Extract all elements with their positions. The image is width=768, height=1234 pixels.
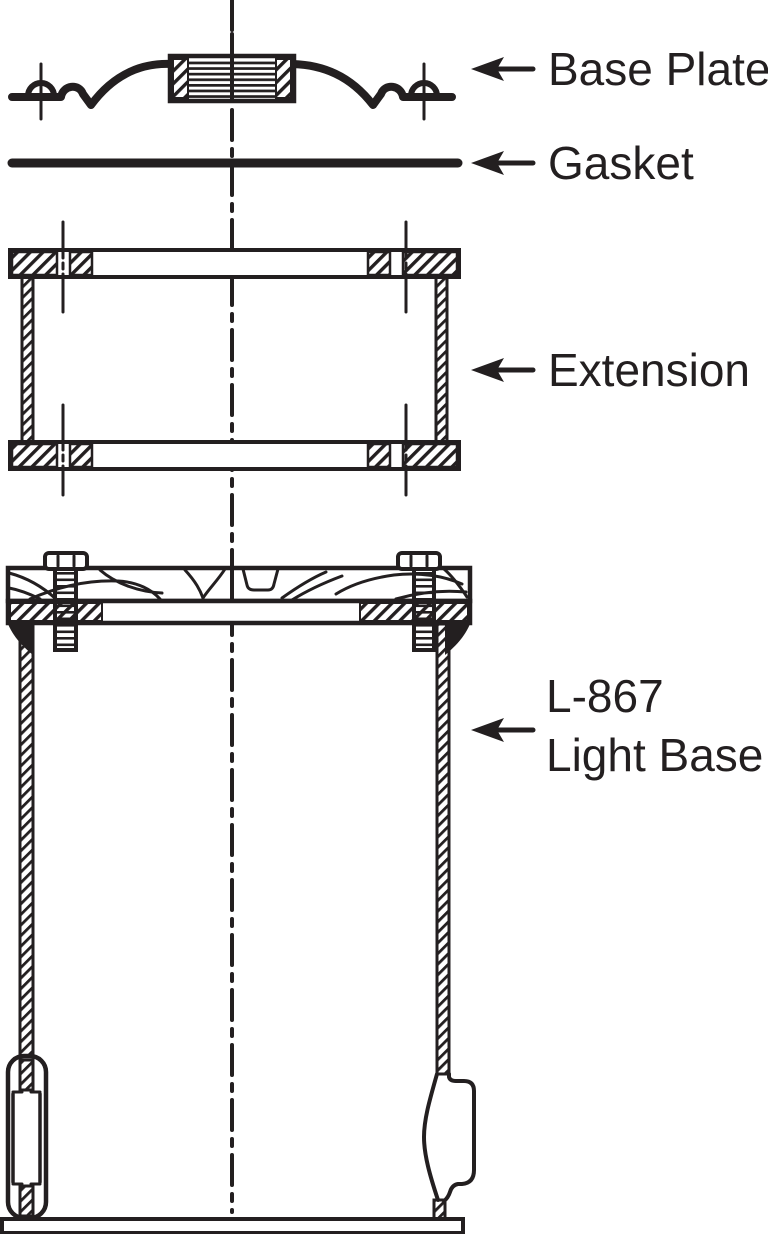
extension-drawing <box>8 220 461 497</box>
arrow-gasket-icon <box>471 151 536 175</box>
base-plate-drawing <box>8 32 456 121</box>
grain-texture <box>7 567 469 602</box>
bolt-head-arc-icon <box>408 80 440 99</box>
arrow-head <box>471 57 504 81</box>
light-base-left-wall <box>18 622 35 1062</box>
light-base-top-band <box>5 565 473 604</box>
wall-stub <box>432 1198 447 1221</box>
arrow-extension-icon <box>471 358 536 382</box>
left-bolt <box>43 551 89 652</box>
flange-hatch <box>366 250 392 277</box>
bolt-shank <box>412 567 436 652</box>
callout-label-light-base: Light Base <box>546 729 763 781</box>
arrow-base-plate-icon <box>471 57 536 81</box>
light-base-flange-band <box>5 598 473 626</box>
arrow-head <box>471 151 504 175</box>
light-base-right-wall <box>435 622 451 1076</box>
flange-hatch <box>366 442 392 469</box>
callout-label-base-plate: Base Plate <box>548 43 768 95</box>
bolt-shank <box>53 567 78 652</box>
callout-arrows <box>471 57 536 742</box>
callout-label-extension: Extension <box>548 344 750 396</box>
boss-outer-profile <box>442 1072 476 1203</box>
light-base-drawing <box>0 551 476 1234</box>
flange-fillet <box>445 624 470 655</box>
extension-right-wall <box>434 275 449 444</box>
left-conduit-hub <box>5 1053 49 1221</box>
flange-hatch <box>401 442 459 469</box>
callout-label-l867: L-867 <box>546 670 664 722</box>
flange-hatch <box>10 442 59 469</box>
arrow-head <box>471 358 504 382</box>
callout-label-gasket: Gasket <box>548 137 694 189</box>
flange-hatch <box>68 250 94 277</box>
bolt-head <box>43 551 89 571</box>
hub-hatch-left <box>172 58 189 99</box>
flange-hatch <box>401 250 459 277</box>
hub-hatch-right <box>275 58 292 99</box>
right-bolt <box>396 551 442 652</box>
light-base-bottom-plate <box>0 1217 465 1234</box>
bolt-head-arc-icon <box>25 80 57 99</box>
base-plate-right-profile <box>289 60 456 109</box>
flange-hatch <box>68 442 94 469</box>
bolt-head <box>396 551 442 571</box>
right-conduit-boss <box>422 1072 476 1221</box>
flange-hatch <box>10 250 59 277</box>
arrow-light-base-icon <box>471 718 536 742</box>
wall-segment <box>18 1184 35 1218</box>
boss-inner-curve <box>422 1072 440 1202</box>
arrow-head <box>471 718 504 742</box>
wall-segment <box>18 1058 35 1092</box>
extension-left-wall <box>20 275 35 444</box>
base-plate-left-profile <box>8 59 175 109</box>
